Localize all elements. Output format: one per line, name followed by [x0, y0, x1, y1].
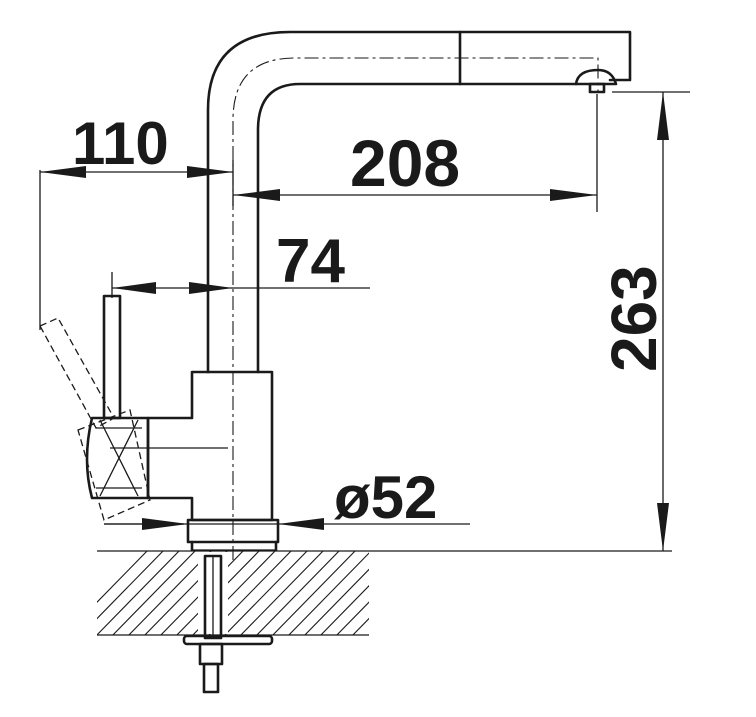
- dimension-110: 110: [40, 110, 233, 178]
- hatch-line: [272, 551, 356, 635]
- spout: [206, 30, 632, 560]
- hatch-line: [112, 551, 196, 635]
- dimension-74: 74: [112, 227, 370, 296]
- dimension-208-label: 208: [350, 126, 460, 200]
- dimension-74-label: 74: [276, 227, 345, 296]
- hatch-line: [240, 551, 324, 635]
- hatch-line: [97, 551, 180, 635]
- dimension-263-label: 263: [598, 265, 670, 372]
- hatch-line: [304, 568, 369, 635]
- lever-handle: [39, 294, 151, 521]
- dimension-52: ø52: [104, 464, 470, 531]
- hatch-line: [368, 634, 369, 635]
- dimension-110-label: 110: [72, 110, 169, 177]
- hatch-line: [288, 552, 369, 635]
- hatch-line: [412, 548, 502, 640]
- hatch-line: [97, 551, 164, 620]
- hatch-line: [336, 601, 369, 635]
- hatch-line: [256, 551, 340, 635]
- countertop-hatching: [97, 548, 534, 640]
- hatch-line: [224, 551, 308, 635]
- hatch-line: [97, 551, 148, 603]
- hatch-line: [396, 548, 486, 640]
- dimension-208: 208: [233, 126, 597, 201]
- dimension-52-label: ø52: [334, 464, 437, 531]
- hatch-line: [380, 548, 470, 640]
- hatch-line: [352, 617, 369, 635]
- mounting-shank: [182, 554, 274, 694]
- hatch-line: [320, 585, 369, 635]
- countertop: [97, 548, 672, 640]
- hatch-line: [428, 548, 518, 640]
- faucet-body: [146, 370, 280, 552]
- dimension-263: 263: [598, 92, 670, 551]
- hatch-line: [444, 548, 534, 640]
